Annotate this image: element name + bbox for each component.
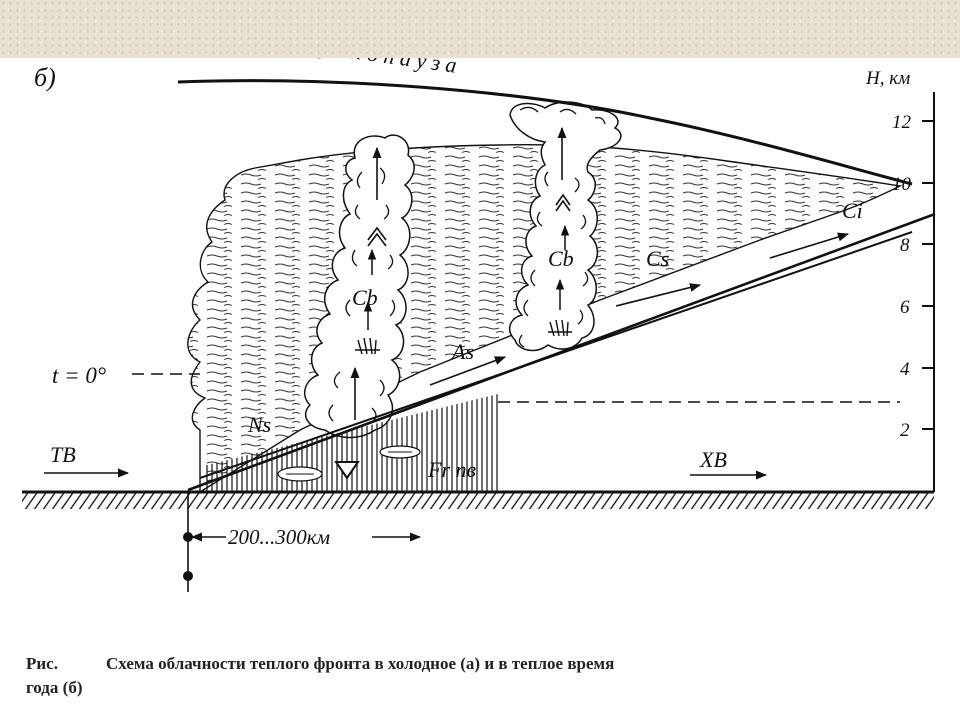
figure-caption: Рис. Схема облачности теплого фронта в хо… (26, 652, 936, 700)
height-tick-10: 10 (892, 174, 912, 195)
warm-front-cloud-diagram: H, км 12 10 8 6 4 2 б) Т р о п о п а у з… (22, 58, 936, 592)
height-tick-8: 8 (900, 235, 910, 256)
panel-label: б) (34, 63, 56, 92)
label-cs: Cs (646, 246, 669, 271)
upglide-arrows (429, 232, 850, 386)
height-tick-12: 12 (892, 112, 912, 133)
caption-text-1: Схема облачности теплого фронта в холодн… (106, 654, 615, 673)
height-tick-2: 2 (900, 420, 910, 441)
height-tick-6: 6 (900, 297, 910, 318)
cumulonimbus-right (508, 101, 622, 352)
distance-marker (183, 492, 422, 592)
cold-air-wedge (203, 394, 498, 492)
warm-air-label: ТВ (50, 442, 76, 467)
caption-prefix: Рис. (26, 654, 58, 673)
height-axis-unit: H, км (865, 68, 910, 89)
header-band (0, 0, 960, 58)
height-tick-4: 4 (900, 359, 910, 380)
label-ci: Ci (842, 198, 863, 223)
label-cb-left: Cb (352, 285, 378, 310)
caption-line-1: Рис. Схема облачности теплого фронта в хо… (26, 652, 936, 676)
ground-surface (22, 490, 934, 509)
freezing-level-label: t = 0° (52, 363, 106, 388)
height-axis (922, 92, 935, 492)
label-ns: Ns (247, 412, 271, 437)
precipitation-symbol (334, 461, 360, 480)
cold-air-label: ХВ (699, 447, 727, 472)
label-fr-nb: Fr пв (427, 457, 477, 482)
label-as: As (450, 339, 474, 364)
fractonimbus-clouds (277, 445, 421, 482)
distance-label: 200...300км (228, 525, 330, 549)
label-cb-right: Cb (548, 246, 574, 271)
caption-line-2: года (б) (26, 678, 83, 697)
tropopause-label: Т р о п о п а у з а (299, 58, 458, 78)
tropopause-line (177, 79, 913, 186)
cumulonimbus-left (303, 134, 415, 439)
